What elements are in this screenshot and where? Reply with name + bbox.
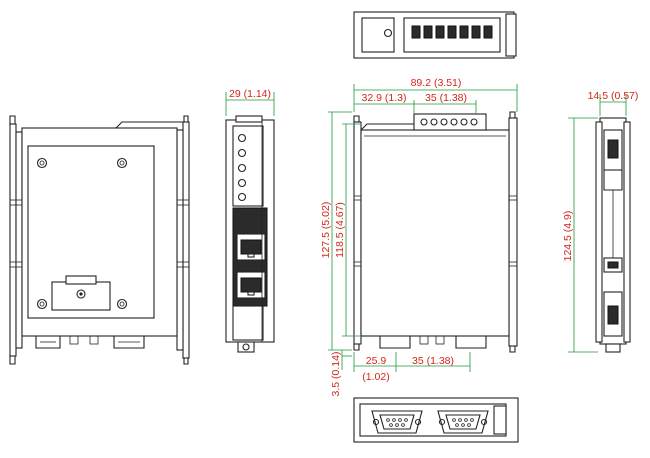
dim-front-body-height: 118.5 (4.67) xyxy=(334,202,346,258)
dimension-lines xyxy=(225,84,627,372)
dim-side-width: 29 (1.14) xyxy=(229,88,271,100)
side-view xyxy=(225,115,275,353)
dim-right-width: 14.5 (0.57) xyxy=(588,90,639,102)
top-view xyxy=(353,11,517,59)
dim-bottom-connector-offset-mm: 25.9 xyxy=(366,355,387,367)
db9-connector-icon xyxy=(371,410,423,434)
dim-bottom-connector-spacing: 35 (1.38) xyxy=(412,355,454,367)
dim-front-terminal-offset: 32.9 (1.3) xyxy=(362,92,407,104)
dim-front-total-width: 89.2 (3.51) xyxy=(411,77,462,89)
front-view xyxy=(353,111,518,353)
bottom-view xyxy=(353,397,519,443)
dim-front-total-height: 127.5 (5.02) xyxy=(320,202,332,259)
screw-icon xyxy=(36,157,128,310)
dim-bottom-connector-offset-in: (1.02) xyxy=(362,371,389,383)
dim-right-height: 124.5 (4.9) xyxy=(562,211,574,262)
ethernet-port-icon xyxy=(236,233,266,261)
back-view xyxy=(9,115,190,365)
terminal-block-icon xyxy=(413,113,487,131)
terminal-block-icon xyxy=(411,25,493,39)
dim-front-bottom-offset: 3.5 (0.14) xyxy=(330,352,342,397)
right-side-view xyxy=(595,117,631,353)
db9-connector-icon xyxy=(437,410,489,434)
led-indicator-icon xyxy=(237,133,247,202)
ethernet-port-icon xyxy=(236,271,266,299)
dim-front-terminal-width: 35 (1.38) xyxy=(425,92,467,104)
